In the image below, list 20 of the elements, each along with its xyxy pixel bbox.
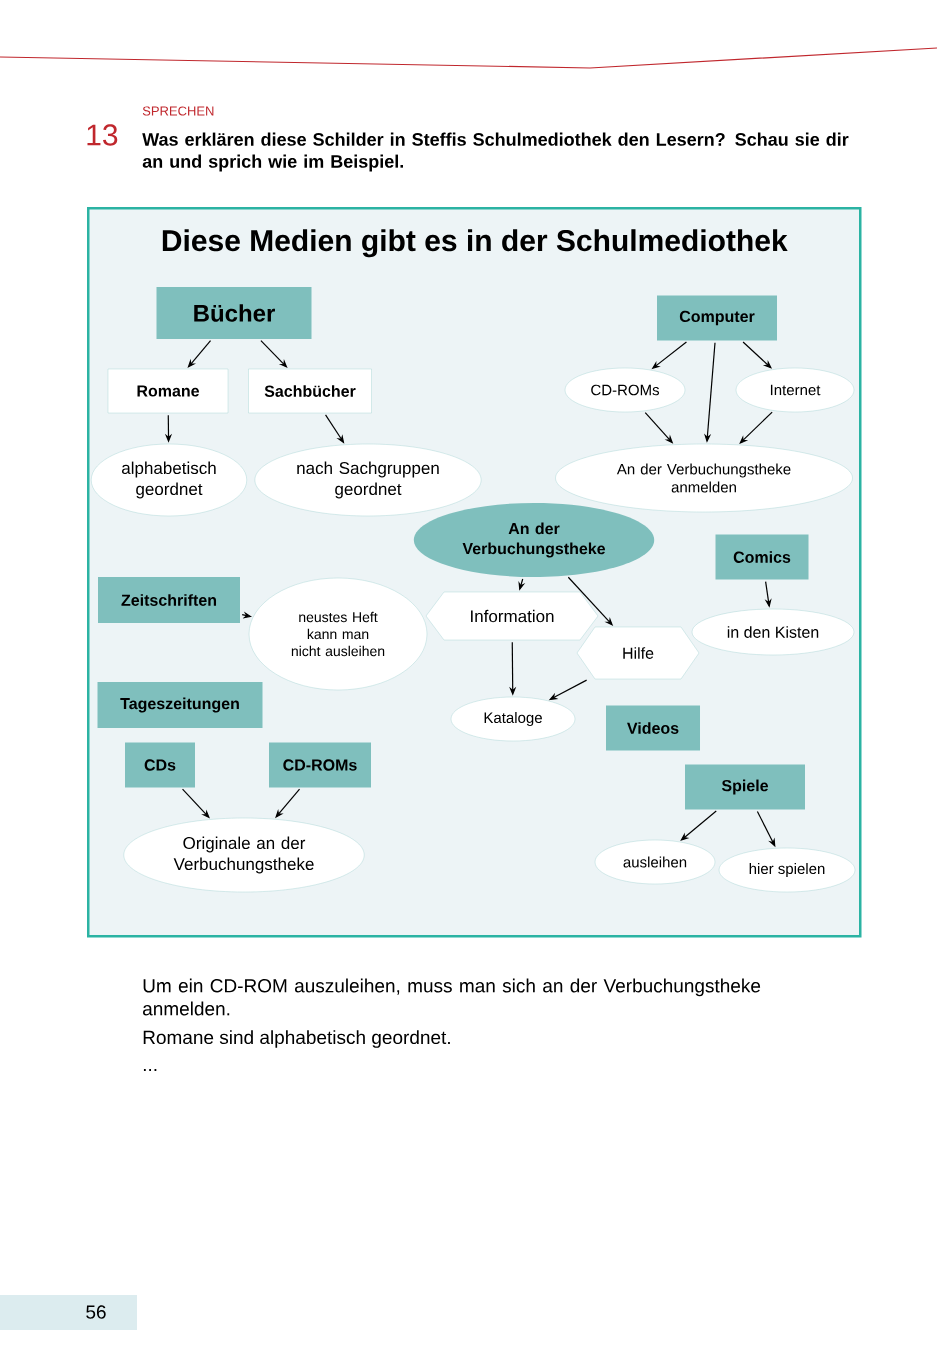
category-box: Bücher: [156, 287, 312, 339]
category-box: Tageszeitungen: [97, 682, 263, 728]
category-box: CD-ROMs: [269, 742, 371, 788]
ellipsis: ...: [143, 1069, 157, 1072]
category-box: CDs: [125, 742, 195, 788]
arrow: [742, 341, 772, 369]
subcategory-box: Romane: [107, 368, 229, 414]
page-number: 56: [0, 1295, 137, 1330]
category-box: Comics: [715, 534, 809, 580]
category-box: Spiele: [685, 764, 805, 810]
instruction-text: Was erklären diese Schilder in Steffis Schulmediothek den Lesern? Schau sie dir an und sprich wie im Beispiel.: [142, 132, 849, 172]
category-box: Computer: [657, 295, 777, 341]
subcategory-box: Sachbücher: [248, 368, 372, 414]
category-box: Zeitschriften: [98, 577, 240, 623]
category-box: Videos: [606, 705, 700, 751]
example-sentence: Um ein CD-ROM auszuleihen, muss man sich an der Verbuchungstheke anmelden.: [143, 978, 761, 1016]
exercise-number: 13: [87, 124, 118, 146]
section-label: SPRECHEN: [142, 106, 214, 116]
example-sentence: Romane sind alphabetisch geordnet.: [143, 1030, 450, 1048]
hexagon-box: Hilfe: [576, 626, 700, 680]
